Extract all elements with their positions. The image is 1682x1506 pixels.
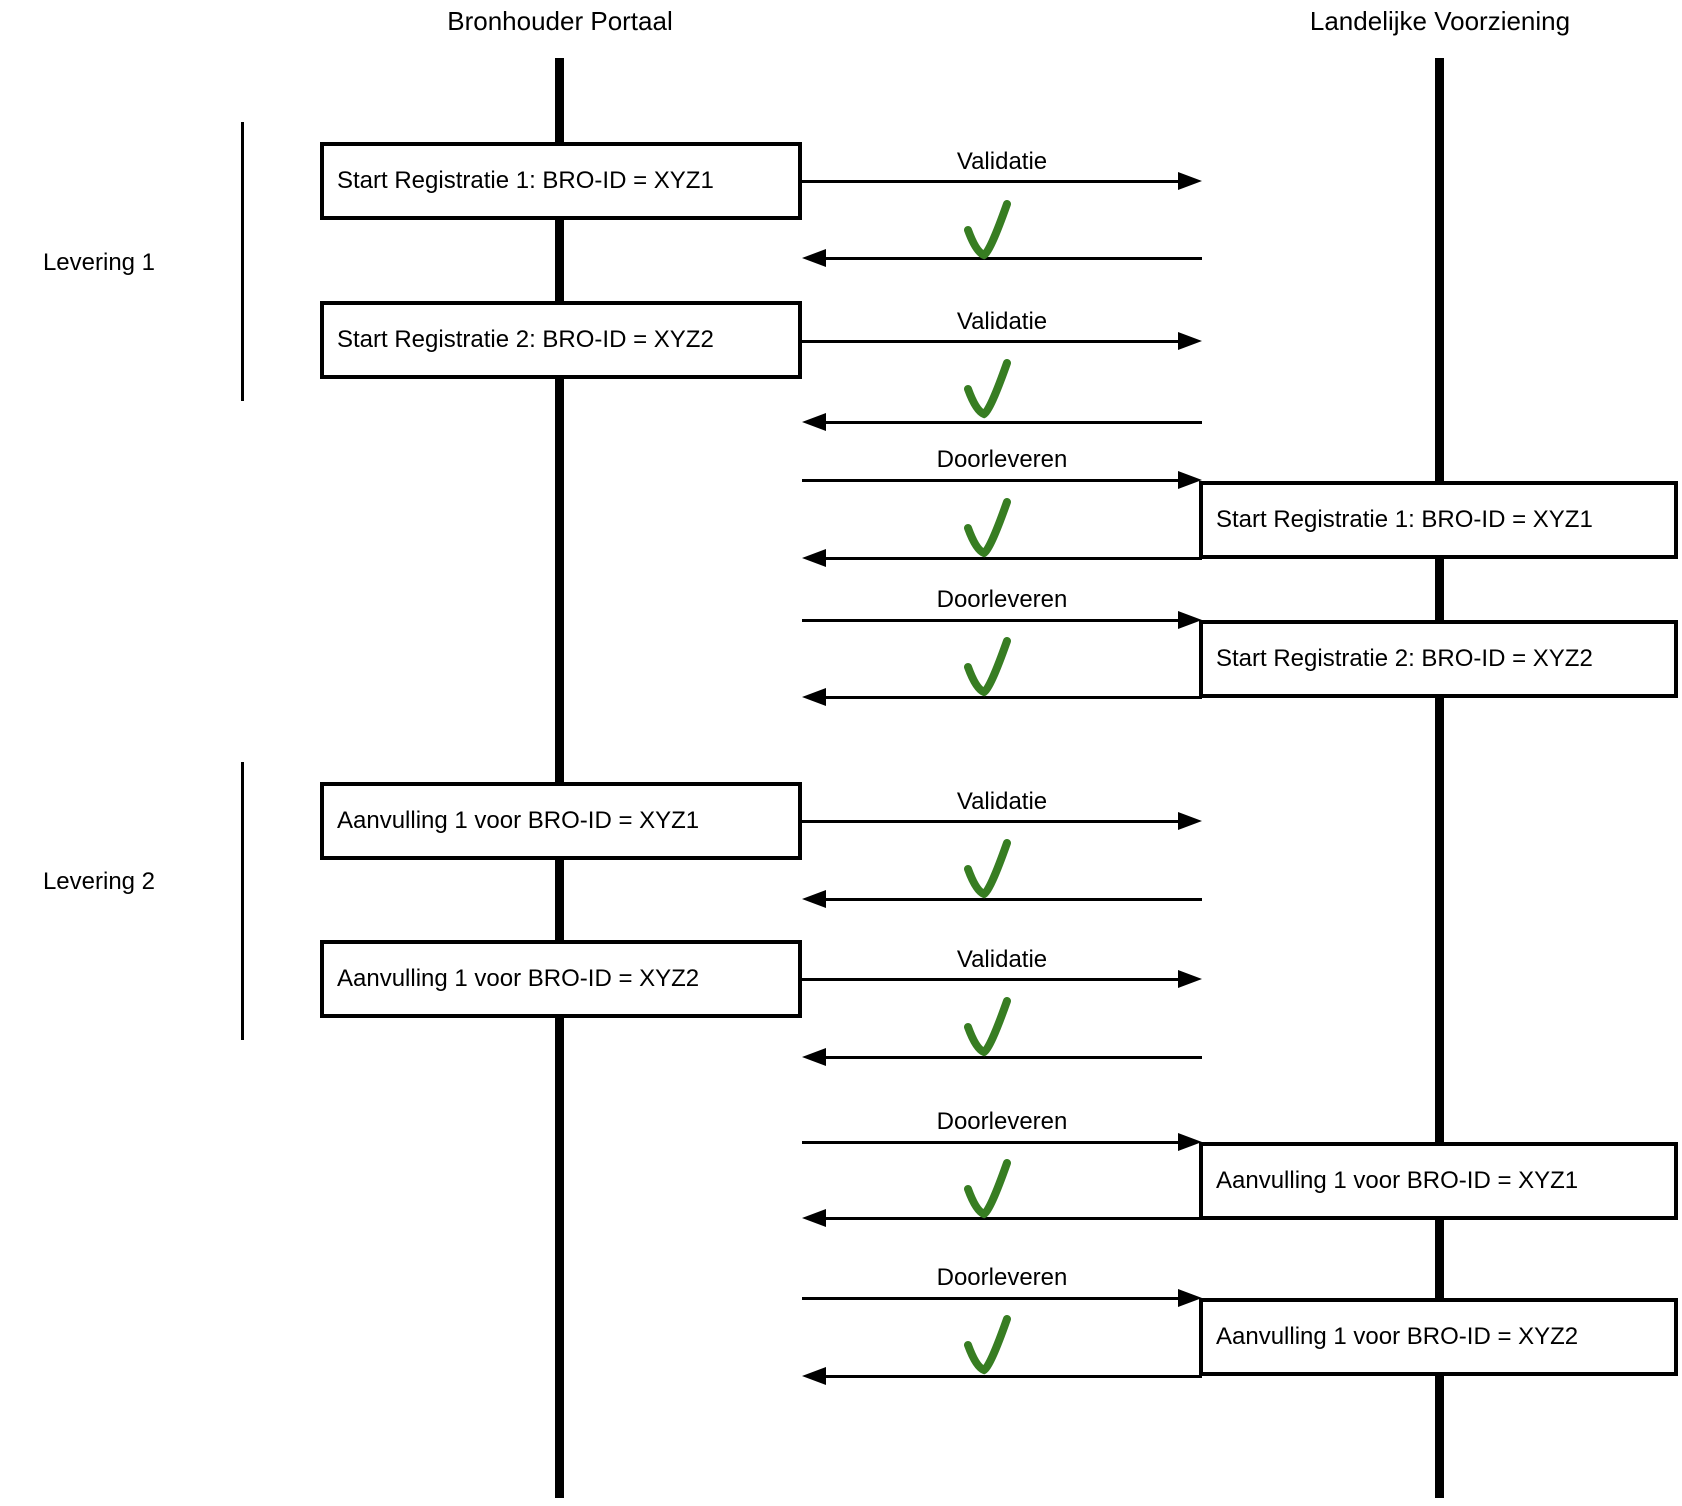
arrow-head-icon bbox=[1178, 611, 1202, 629]
message-box-text: Aanvulling 1 voor BRO-ID = XYZ1 bbox=[1216, 1167, 1579, 1194]
request-arrow bbox=[802, 1289, 1202, 1307]
checkmark-stroke bbox=[964, 1159, 1011, 1219]
arrow-line bbox=[802, 479, 1186, 482]
lifeline-landelijke-voorziening bbox=[1435, 58, 1444, 1498]
arrow-head-icon bbox=[802, 890, 826, 908]
arrow-label: Validatie bbox=[956, 788, 1048, 815]
response-arrow bbox=[802, 1367, 1202, 1385]
arrow-label: Validatie bbox=[956, 308, 1048, 335]
response-arrow bbox=[802, 413, 1202, 431]
message-box: Aanvulling 1 voor BRO-ID = XYZ2 bbox=[320, 940, 802, 1018]
arrow-line bbox=[802, 619, 1186, 622]
message-box: Aanvulling 1 voor BRO-ID = XYZ1 bbox=[320, 782, 802, 860]
response-arrow bbox=[802, 549, 1202, 567]
group-bracket-levering-2 bbox=[241, 762, 244, 1040]
checkmark-stroke bbox=[964, 1315, 1011, 1375]
request-arrow bbox=[802, 1133, 1202, 1151]
message-box-text: Start Registratie 2: BRO-ID = XYZ2 bbox=[1216, 645, 1593, 672]
checkmark-stroke bbox=[964, 637, 1011, 697]
request-arrow bbox=[802, 332, 1202, 350]
arrow-line bbox=[802, 1297, 1186, 1300]
green-checkmark-icon bbox=[964, 498, 1011, 558]
message-box: Start Registratie 1: BRO-ID = XYZ1 bbox=[320, 142, 802, 220]
green-checkmark-icon bbox=[964, 997, 1011, 1057]
response-arrow bbox=[802, 1048, 1202, 1066]
arrow-head-icon bbox=[802, 1048, 826, 1066]
arrow-head-icon bbox=[802, 1367, 826, 1385]
response-arrow bbox=[802, 890, 1202, 908]
arrow-line bbox=[818, 1375, 1202, 1378]
arrow-label: Validatie bbox=[956, 148, 1048, 175]
arrow-line bbox=[802, 340, 1186, 343]
message-box-text: Aanvulling 1 voor BRO-ID = XYZ1 bbox=[337, 807, 700, 834]
message-box-text: Start Registratie 1: BRO-ID = XYZ1 bbox=[337, 167, 714, 194]
arrow-line bbox=[802, 1141, 1186, 1144]
arrow-line bbox=[802, 820, 1186, 823]
message-box-text: Start Registratie 2: BRO-ID = XYZ2 bbox=[337, 326, 714, 353]
message-box: Start Registratie 2: BRO-ID = XYZ2 bbox=[320, 301, 802, 379]
checkmark-stroke bbox=[964, 839, 1011, 899]
green-checkmark-icon bbox=[964, 359, 1011, 419]
request-arrow bbox=[802, 611, 1202, 629]
green-checkmark-icon bbox=[964, 1159, 1011, 1219]
lifeline-title-bronhouder-portaal: Bronhouder Portaal bbox=[447, 6, 673, 36]
checkmark-stroke bbox=[964, 997, 1011, 1057]
arrow-head-icon bbox=[1178, 332, 1202, 350]
group-label-levering-2: Levering 2 bbox=[42, 868, 156, 895]
arrow-line bbox=[818, 1217, 1202, 1220]
arrow-line bbox=[802, 978, 1186, 981]
response-arrow bbox=[802, 249, 1202, 267]
arrow-label: Doorleveren bbox=[936, 1108, 1068, 1135]
arrow-line bbox=[802, 180, 1186, 183]
message-box-text: Start Registratie 1: BRO-ID = XYZ1 bbox=[1216, 506, 1593, 533]
message-box: Start Registratie 1: BRO-ID = XYZ1 bbox=[1199, 481, 1678, 559]
arrow-head-icon bbox=[1178, 1133, 1202, 1151]
request-arrow bbox=[802, 812, 1202, 830]
arrow-line bbox=[818, 1056, 1202, 1059]
arrow-head-icon bbox=[802, 413, 826, 431]
arrow-line bbox=[818, 257, 1202, 260]
message-box-text: Aanvulling 1 voor BRO-ID = XYZ2 bbox=[1216, 1323, 1579, 1350]
green-checkmark-icon bbox=[964, 1315, 1011, 1375]
message-box: Start Registratie 2: BRO-ID = XYZ2 bbox=[1199, 620, 1678, 698]
arrow-head-icon bbox=[1178, 172, 1202, 190]
arrow-line bbox=[818, 898, 1202, 901]
arrow-line bbox=[818, 421, 1202, 424]
green-checkmark-icon bbox=[964, 637, 1011, 697]
message-box-text: Aanvulling 1 voor BRO-ID = XYZ2 bbox=[337, 965, 700, 992]
arrow-line bbox=[818, 557, 1202, 560]
group-bracket-levering-1 bbox=[241, 122, 244, 401]
arrow-head-icon bbox=[802, 549, 826, 567]
green-checkmark-icon bbox=[964, 839, 1011, 899]
arrow-label: Doorleveren bbox=[936, 586, 1068, 613]
message-box: Aanvulling 1 voor BRO-ID = XYZ1 bbox=[1199, 1142, 1678, 1220]
message-box: Aanvulling 1 voor BRO-ID = XYZ2 bbox=[1199, 1298, 1678, 1376]
arrow-label: Validatie bbox=[956, 946, 1048, 973]
arrow-head-icon bbox=[1178, 812, 1202, 830]
lifeline-title-landelijke-voorziening: Landelijke Voorziening bbox=[1309, 6, 1571, 36]
arrow-label: Doorleveren bbox=[936, 446, 1068, 473]
request-arrow bbox=[802, 471, 1202, 489]
arrow-label: Doorleveren bbox=[936, 1264, 1068, 1291]
arrow-head-icon bbox=[1178, 471, 1202, 489]
arrow-head-icon bbox=[802, 249, 826, 267]
request-arrow bbox=[802, 172, 1202, 190]
lifeline-bronhouder-portaal bbox=[555, 58, 564, 1498]
arrow-line bbox=[818, 696, 1202, 699]
response-arrow bbox=[802, 1209, 1202, 1227]
response-arrow bbox=[802, 688, 1202, 706]
request-arrow bbox=[802, 970, 1202, 988]
checkmark-stroke bbox=[964, 498, 1011, 558]
arrow-head-icon bbox=[1178, 970, 1202, 988]
checkmark-stroke bbox=[964, 359, 1011, 419]
arrow-head-icon bbox=[1178, 1289, 1202, 1307]
checkmark-stroke bbox=[964, 200, 1011, 260]
arrow-head-icon bbox=[802, 1209, 826, 1227]
arrow-head-icon bbox=[802, 688, 826, 706]
group-label-levering-1: Levering 1 bbox=[42, 249, 156, 276]
green-checkmark-icon bbox=[964, 200, 1011, 260]
